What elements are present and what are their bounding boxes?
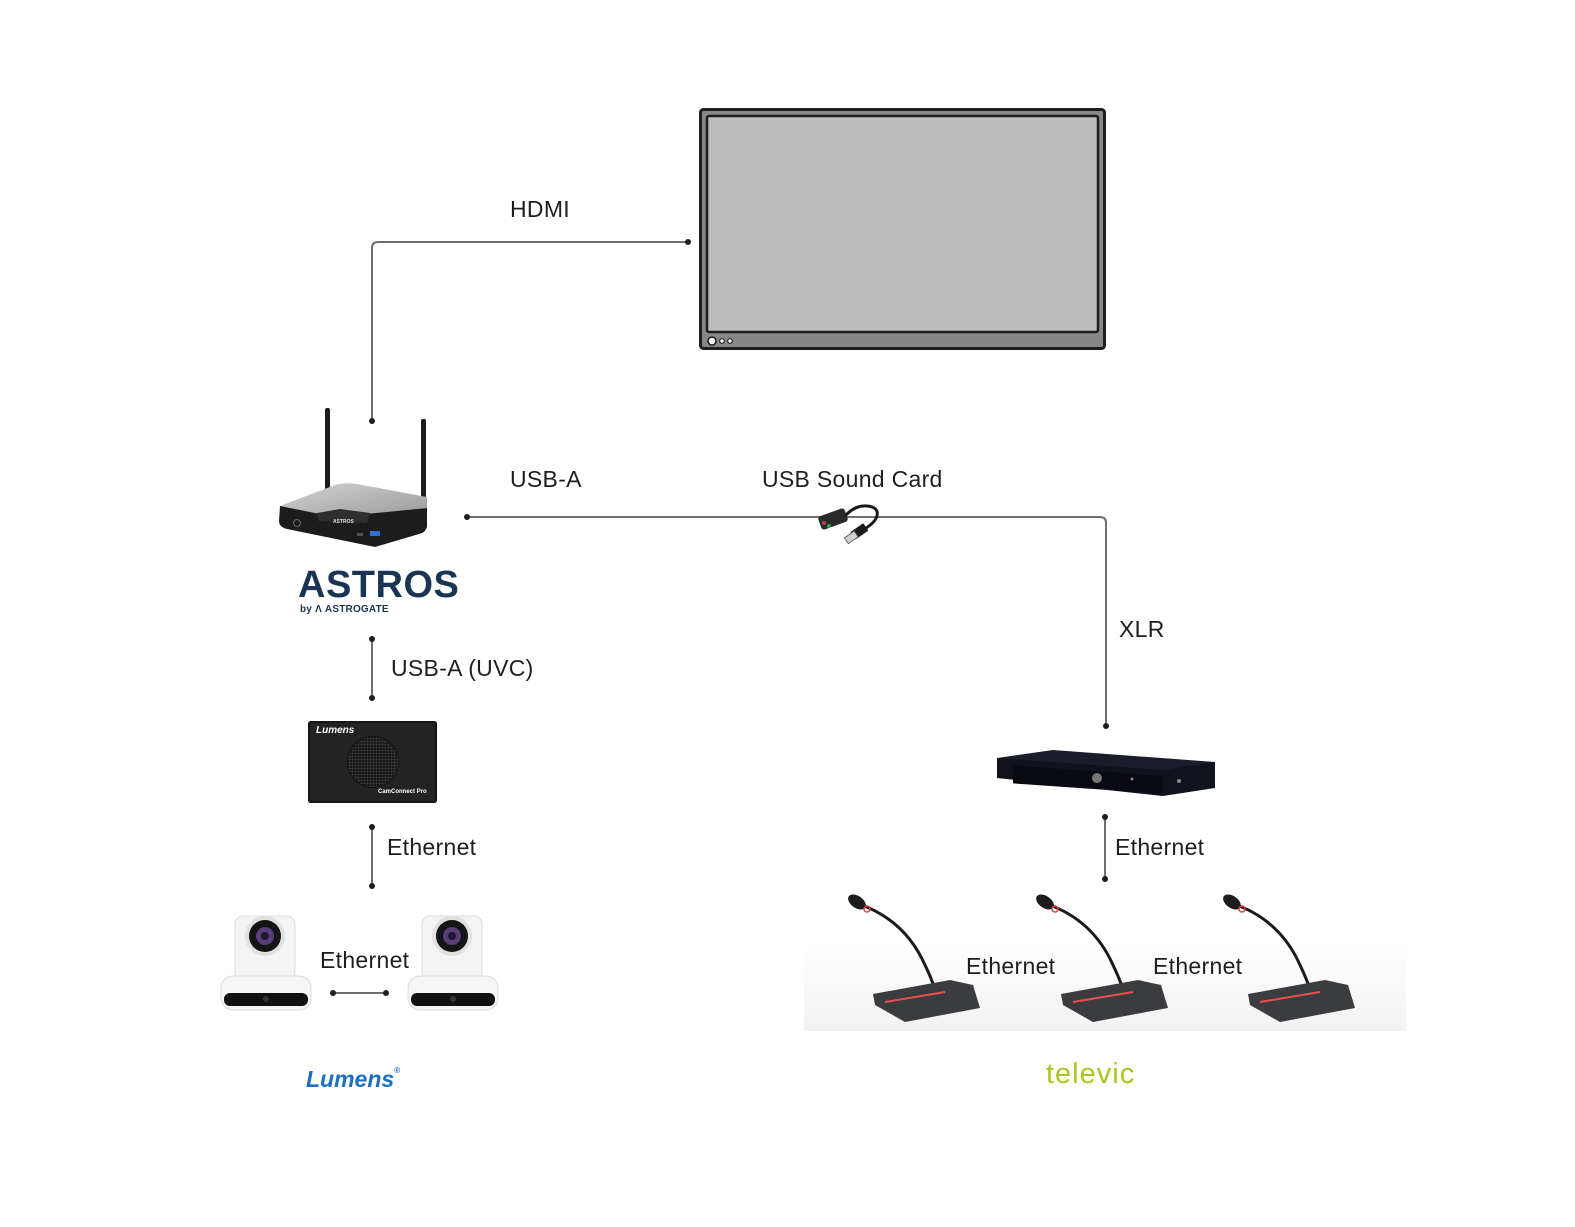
label-ethernet-audio-unit: Ethernet [1115, 834, 1205, 860]
hub-badge-text: ASTROS [333, 519, 355, 525]
astros-sub-prefix: by [300, 604, 313, 615]
astros-logo: ASTROS [298, 564, 460, 606]
power-button-icon [707, 336, 717, 346]
speaker-grille-icon [348, 737, 398, 787]
registered-mark: ® [394, 1066, 401, 1075]
astros-hub-icon: ASTROS [279, 408, 427, 547]
lumens-logo: Lumens® [306, 1066, 400, 1093]
audio-central-unit-icon [997, 750, 1215, 796]
node-uvc-bottom [369, 695, 375, 701]
label-usb-sound-card: USB Sound Card [762, 466, 943, 492]
label-usb-a: USB-A [510, 466, 582, 492]
node-uvc-top [369, 636, 375, 642]
label-ethernet-mic-2-3: Ethernet [1153, 953, 1243, 979]
label-xlr: XLR [1119, 616, 1165, 642]
delegate-microphone-icon [1036, 894, 1168, 1022]
node-hdmi-hub [369, 418, 375, 424]
televic-logo: televic [1046, 1058, 1136, 1090]
delegate-microphone-icon [1223, 894, 1355, 1022]
camconnect-model-text: CamConnect Pro [378, 789, 427, 795]
node-eth-cc-top [369, 824, 375, 830]
node-eth-unit-bottom [1102, 876, 1108, 882]
lumens-logo-text: Lumens [306, 1066, 395, 1092]
node-usb-hub [464, 514, 470, 520]
delegate-microphone-icon [848, 894, 980, 1022]
label-ethernet-camconnect: Ethernet [387, 834, 477, 860]
label-ethernet-mic-1-2: Ethernet [966, 953, 1056, 979]
camconnect-pro-device: Lumens CamConnect Pro [308, 721, 437, 803]
usb-sound-card-icon [818, 504, 879, 545]
camconnect-brand-text: Lumens [316, 725, 355, 736]
label-hdmi: HDMI [510, 196, 570, 222]
astrogate-mark-icon: Λ [315, 604, 322, 615]
node-eth-cam-right [383, 990, 389, 996]
display-icon [699, 108, 1106, 350]
node-eth-cc-bottom [369, 883, 375, 889]
ptz-camera-icon [220, 915, 312, 1011]
node-xlr-unit [1103, 723, 1109, 729]
node-hdmi-display [685, 239, 691, 245]
astros-sub-brand: ASTROGATE [324, 604, 389, 615]
label-ethernet-cameras: Ethernet [320, 947, 410, 973]
label-usb-a-uvc: USB-A (UVC) [391, 655, 534, 681]
wire-usb-a-sound-card [467, 516, 1107, 726]
wire-hdmi [371, 241, 688, 421]
node-eth-unit-top [1102, 814, 1108, 820]
node-eth-cam-left [330, 990, 336, 996]
astros-logo-subtitle: by Λ ASTROGATE [300, 604, 389, 615]
ptz-camera-icon [407, 915, 499, 1011]
